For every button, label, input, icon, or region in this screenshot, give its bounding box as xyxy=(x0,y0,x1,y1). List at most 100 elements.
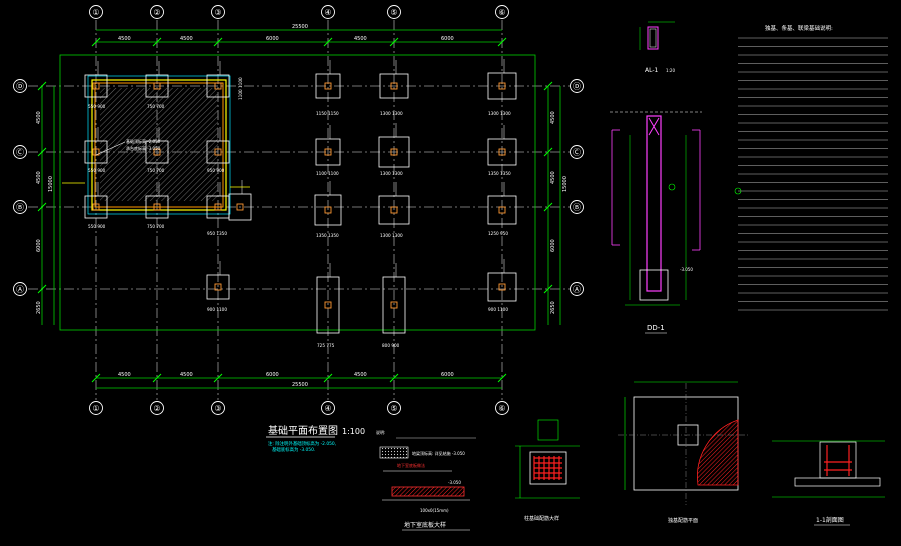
fd-b-2: 750 700 xyxy=(147,224,165,229)
fd-d-2: 750 700 xyxy=(147,104,165,109)
axis-label-c-left: Ⓒ xyxy=(16,148,24,157)
al1-scale: 1:20 xyxy=(666,68,675,73)
section-11-label: 1-1剖面图 xyxy=(816,516,844,524)
fd-b-8: 1250 950 xyxy=(488,231,508,236)
axis-labels: ① ② ③ ④ ⑤ ⑥ ① ② ③ ④ ⑤ ⑥ Ⓓ Ⓒ Ⓑ Ⓐ Ⓓ Ⓒ Ⓑ Ⓐ xyxy=(16,8,581,413)
legend-hatch-label: 地梁顶标高: 详见结施 -3.050 xyxy=(412,450,465,456)
footing-outline xyxy=(84,140,108,164)
footing-layer xyxy=(84,59,517,334)
column-stub xyxy=(214,203,222,211)
footing-plan-label: 独基配筋平面 xyxy=(668,517,698,524)
dimension-ticks xyxy=(37,37,553,383)
footing-outline xyxy=(314,194,342,226)
basement-note-line-1: 基础顶标高 -2.050 xyxy=(126,138,161,144)
bottom-dim-3: 6000 xyxy=(266,372,279,378)
footing-outline xyxy=(84,74,108,98)
fd-c-5: 1100 1100 xyxy=(316,171,339,176)
footing-outline xyxy=(145,74,169,98)
column-stub xyxy=(214,148,222,156)
fd-c-8: 1350 1350 xyxy=(488,171,511,176)
fd-c-6: 1300 1300 xyxy=(380,171,403,176)
plan-note-2: 基础底标高为 -3.050. xyxy=(272,446,315,453)
footing-outline xyxy=(487,195,517,225)
footing-outline xyxy=(145,195,169,219)
axis-label-6-bottom: ⑥ xyxy=(498,404,505,413)
axis-label-1-bottom: ① xyxy=(92,404,99,413)
al1-detail: AL-1 1:20 xyxy=(639,21,675,74)
legend-red-label: 地下室底板做法 xyxy=(397,462,425,468)
fd-d-1: 550 900 xyxy=(88,104,106,109)
top-dim-4: 4500 xyxy=(354,36,367,42)
column-stub xyxy=(153,82,161,90)
column-stub xyxy=(153,148,161,156)
footing-outline xyxy=(84,195,108,219)
fd-b-6: 1300 1300 xyxy=(380,233,403,238)
fd-b-1: 550 900 xyxy=(88,224,106,229)
footing-dimension-texts: 550 900 750 700 1100 1100 1150 1150 1300… xyxy=(88,77,511,348)
column-stub xyxy=(498,148,506,156)
right-total: 15000 xyxy=(562,176,568,192)
axis-label-a-right: Ⓐ xyxy=(573,285,581,294)
column-stub xyxy=(92,203,100,211)
fd-c-4: 950 900 xyxy=(207,168,225,173)
column-stub xyxy=(498,206,506,214)
fd-d-4: 1150 1150 xyxy=(316,111,339,116)
axis-label-2-bottom: ② xyxy=(153,404,160,413)
column-stub xyxy=(324,148,332,156)
column-stub xyxy=(390,148,398,156)
footing-outline xyxy=(316,276,340,334)
dimension-lines xyxy=(41,29,561,389)
axis-label-a-left: Ⓐ xyxy=(16,285,24,294)
dd1-detail: DD-1 -3.050 xyxy=(610,111,742,334)
fd-a-4: 900 1100 xyxy=(488,307,508,312)
dimension-texts: 4500 4500 6000 4500 6000 25500 4500 4500… xyxy=(118,24,454,388)
footing-outline xyxy=(228,193,252,221)
fd-a-3: 800 900 xyxy=(382,343,400,348)
column-stub xyxy=(390,301,398,309)
right-dim-3: 6000 xyxy=(550,239,556,252)
dd1-elev: -3.050 xyxy=(680,267,693,272)
legend-section-label: 地下室底板大样 xyxy=(404,521,446,529)
footing-outline xyxy=(379,73,409,99)
plan-title-block: 基础平面布置图 1:100 注: 除注明外基础顶标高为 -2.050, 基础底标… xyxy=(266,424,365,453)
vertical-dimension-texts: 4500 4500 6000 15000 2650 4500 4500 6000… xyxy=(36,111,568,314)
footing-outline xyxy=(315,73,341,99)
basement-note-line-2: 承台底标高 -3.050 xyxy=(126,145,161,151)
axis-label-b-right: Ⓑ xyxy=(573,203,581,212)
top-total: 25500 xyxy=(292,24,308,30)
left-total: 15000 xyxy=(48,176,54,192)
fd-a-2: 725 775 xyxy=(317,343,335,348)
left-dim-3: 6000 xyxy=(36,239,42,252)
axis-label-5-bottom: ⑤ xyxy=(390,404,397,413)
right-edge: 2650 xyxy=(550,301,556,314)
footing-outline xyxy=(206,274,230,300)
notes-panel: 独基、条基、联梁基础说明: xyxy=(738,24,888,311)
section-1-1-detail: 1-1剖面图 xyxy=(772,440,885,526)
footing-outline xyxy=(206,140,230,164)
axis-label-4-bottom: ④ xyxy=(324,404,331,413)
legend-title: 说明: xyxy=(376,429,385,435)
column-stub xyxy=(324,206,332,214)
axis-label-2-top: ② xyxy=(153,8,160,17)
column-detail-label: 柱基础配筋大样 xyxy=(524,515,559,522)
left-dim-2: 4500 xyxy=(36,171,42,184)
right-dim-1: 4500 xyxy=(550,111,556,124)
footing-outline xyxy=(487,272,517,302)
axis-label-3-bottom: ③ xyxy=(214,404,221,413)
axis-label-3-top: ③ xyxy=(214,8,221,17)
axis-label-4-top: ④ xyxy=(324,8,331,17)
al1-label: AL-1 xyxy=(645,67,659,74)
bottom-total: 25500 xyxy=(292,382,308,388)
column-stub xyxy=(390,206,398,214)
column-stub xyxy=(324,301,332,309)
footing-outline xyxy=(206,74,230,98)
footing-outline xyxy=(487,138,517,166)
column-stub xyxy=(153,203,161,211)
plan-note-1: 注: 除注明外基础顶标高为 -2.050, xyxy=(268,440,336,447)
axis-label-d-right: Ⓓ xyxy=(573,82,581,91)
fd-d-3: 1100 1100 xyxy=(238,77,243,100)
legend-elev: -3.050 xyxy=(448,480,461,485)
column-stub xyxy=(498,82,506,90)
axis-bubbles xyxy=(13,5,584,415)
